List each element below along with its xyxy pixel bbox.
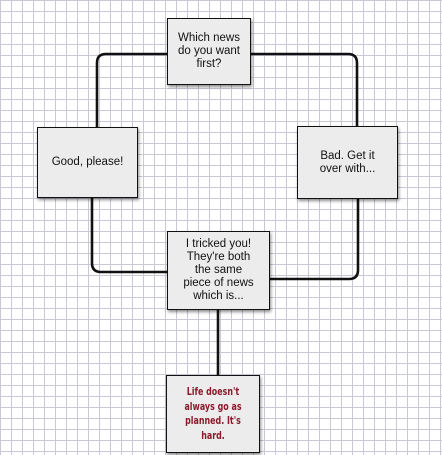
node-question-label-line-2: do you want <box>177 45 240 57</box>
node-answer: Life doesn't always go as planned. It's har… <box>166 375 260 453</box>
node-question-label-line-3: first? <box>196 58 222 70</box>
node-bad-label-line-2: over with... <box>319 162 376 175</box>
node-question-label-line-1: Which news <box>177 32 240 44</box>
connector-question-to-bad <box>249 52 359 128</box>
node-trick-label-line-2: They're both <box>186 251 251 263</box>
node-trick-label-line-5: which is... <box>193 290 244 302</box>
node-trick-label-line-1: I tricked you! <box>185 238 252 250</box>
node-good: Good, please! <box>37 127 138 198</box>
node-answer-label: Life doesn't always go as planned. It's har… <box>184 385 241 443</box>
node-good-label-line-1: Good, please! <box>51 156 124 168</box>
connector-bad-to-trick <box>268 197 360 281</box>
node-bad-label-line-1: Bad. Get it <box>320 149 375 162</box>
node-answer-label-line-2: always go as <box>184 400 242 413</box>
connector-question-to-good <box>95 52 169 129</box>
node-answer-label-line-3: planned. It's <box>185 415 241 427</box>
node-trick-label-line-4: piece of news <box>183 277 254 289</box>
node-trick-label-line-3: the same <box>194 264 243 276</box>
node-answer-label-line-4: hard. <box>201 429 225 442</box>
node-answer-label-line-1: Life doesn't <box>186 386 240 398</box>
connector-good-to-trick <box>90 196 169 274</box>
node-good-label: Good, please! <box>52 156 124 169</box>
